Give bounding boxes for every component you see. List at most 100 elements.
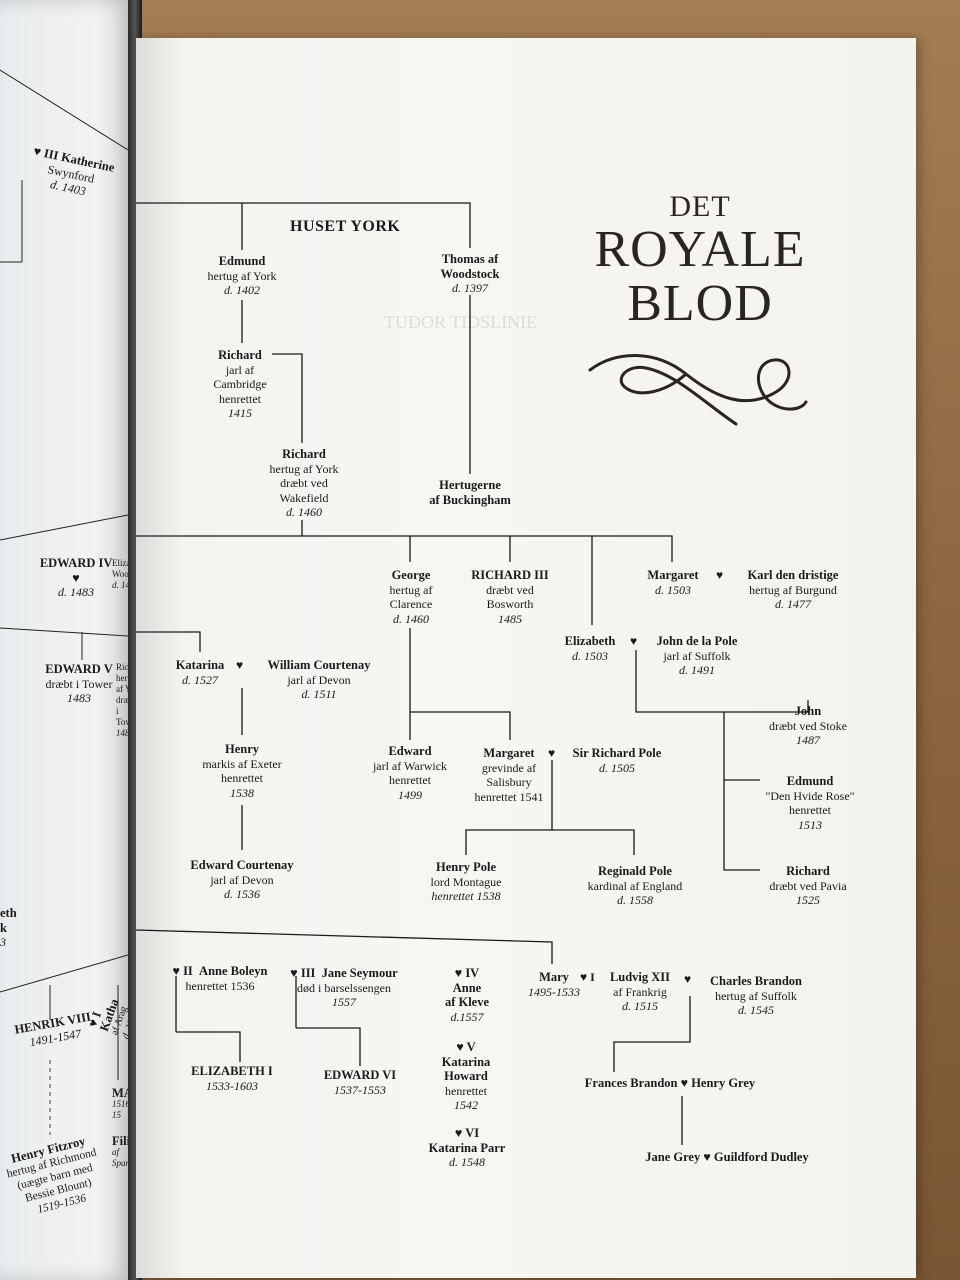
george-name: George xyxy=(391,568,431,582)
node-frances-brandon: Frances Brandon ♥ Henry Grey xyxy=(570,1076,770,1091)
john-fate: dræbt ved Stoke xyxy=(769,718,847,733)
richard-c-l2: jarl af xyxy=(225,362,255,377)
jane-seymour-fate: død i barselssengen xyxy=(297,980,391,995)
eth-l2: k xyxy=(0,920,7,935)
node-richard-cambridge: Richard jarl af Cambridge henrettet 1415 xyxy=(200,348,280,421)
edward5-name: EDWARD V xyxy=(45,662,113,676)
title-line-2: ROYALE xyxy=(594,221,806,278)
richard3-l3: Bosworth xyxy=(486,597,534,611)
edward5-date: 1483 xyxy=(67,691,91,705)
richard-s-date: 1483 xyxy=(116,728,134,738)
heart-icon: ♥ I xyxy=(580,970,595,984)
elizabeth-w-date: d. 149 xyxy=(112,580,135,590)
edward-w-fate: henrettet xyxy=(389,773,431,787)
title-line-1: DET xyxy=(669,190,731,223)
sir-richard-date: d. 1505 xyxy=(599,760,635,775)
heart-icon: ♥ IV xyxy=(454,966,480,980)
partial-name-eth: eth k 3 xyxy=(0,906,18,950)
henry-pole-name: Henry Pole xyxy=(435,860,497,874)
heart-icon: ♥ III xyxy=(290,966,316,980)
richard-y-date: d. 1460 xyxy=(286,505,322,519)
katarina-name: Katarina xyxy=(175,658,225,672)
anne-boleyn-name: Anne Boleyn xyxy=(199,964,268,978)
henry-ex-name: Henry xyxy=(224,742,260,756)
edmund-w-fate: henrettet xyxy=(789,803,831,817)
house-york-heading: HUSET YORK xyxy=(290,218,401,235)
heart-icon: ♥ xyxy=(680,1076,689,1090)
left-page: ♥ III Katherine Swynford d. 1403 EDWARD … xyxy=(0,0,136,1280)
book-title: DET ROYALE BLOD xyxy=(590,190,810,332)
richard-p-date: 1525 xyxy=(796,893,820,907)
edward6-date: 1537-1553 xyxy=(334,1082,386,1097)
edward-w-name: Edward xyxy=(388,744,432,758)
node-katarina-howard: ♥ V Katarina Howard henrettet 1542 xyxy=(428,1040,504,1113)
edward-c-name: Edward Courtenay xyxy=(190,858,294,872)
richard-y-l3: dræbt ved xyxy=(280,476,328,490)
henry-grey-name: Henry Grey xyxy=(691,1076,756,1090)
anne-kleve-house: af Kleve xyxy=(444,995,490,1009)
william-date: d. 1511 xyxy=(301,687,337,701)
edmund-name: Edmund xyxy=(218,254,266,268)
katarina-p-date: d. 1548 xyxy=(449,1155,485,1169)
elizabeth-w-surname: Woodvi xyxy=(112,569,136,579)
heart-icon: ♥ xyxy=(684,972,692,986)
margaret-b-name: Margaret xyxy=(647,568,699,582)
richard-c-date: 1415 xyxy=(228,406,252,420)
anne-kleve-name: Anne xyxy=(452,980,482,995)
mari-date: 1516-15 xyxy=(112,1099,133,1120)
elizabeth-woodville: Elizabe Woodvi d. 149 xyxy=(112,558,136,591)
mary-date: 1495-1533 xyxy=(528,984,580,999)
reginald-name: Reginald Pole xyxy=(598,864,672,878)
henry-pole-title: lord Montague xyxy=(430,874,502,889)
richard-y-name: Richard xyxy=(282,447,326,461)
elizabeth1-name: ELIZABETH I xyxy=(191,1064,273,1078)
jane-seymour-date: 1557 xyxy=(332,995,356,1009)
heart-icon: ♥ xyxy=(548,746,556,760)
heart-icon: ♥ xyxy=(72,570,80,585)
node-william-courtenay: William Courtenay jarl af Devon d. 1511 xyxy=(256,658,382,702)
edward-w-title: jarl af Warwick xyxy=(372,758,448,773)
heart-icon: ♥ xyxy=(630,634,638,648)
katarina-h-name: Katarina xyxy=(441,1054,491,1069)
filip-house: af Spanie xyxy=(112,1147,136,1168)
richard3-l2: dræbt ved xyxy=(486,582,534,597)
john-name: John xyxy=(794,704,822,718)
george-date: d. 1460 xyxy=(393,611,429,626)
katarina-h-fate: henrettet xyxy=(445,1083,487,1098)
heart-icon: ♥ xyxy=(716,568,724,582)
richard-y-l4: Wakefield xyxy=(279,490,329,505)
charles-b-date: d. 1545 xyxy=(738,1003,774,1017)
elizabeth-y-date: d. 1503 xyxy=(572,648,608,663)
richard-c-l3: Cambridge xyxy=(213,377,267,391)
node-edward-warwick: Edward jarl af Warwick henrettet 1499 xyxy=(362,744,458,802)
jane-grey-name: Jane Grey xyxy=(645,1150,701,1164)
node-karl: Karl den dristige hertug af Burgund d. 1… xyxy=(734,568,852,612)
node-sir-richard-pole: Sir Richard Pole d. 1505 xyxy=(564,746,670,775)
margaret-s-l2: grevinde af xyxy=(481,760,537,775)
node-katarina: Katarina d. 1527 xyxy=(168,658,232,687)
thomas-title: Woodstock xyxy=(440,266,500,281)
karl-name: Karl den dristige xyxy=(747,568,839,582)
heart-icon: ♥ VI xyxy=(454,1126,480,1140)
node-ludvig-xii: Ludvig XII af Frankrig d. 1515 xyxy=(600,970,680,1014)
edward5-fate: dræbt i Tower xyxy=(45,676,113,691)
margaret-s-l4: henrettet 1541 xyxy=(474,789,544,804)
anne-boleyn-fate: henrettet 1536 xyxy=(185,978,255,993)
heart-icon: ♥ xyxy=(703,1150,711,1164)
edward-v: EDWARD V dræbt i Tower 1483 xyxy=(40,662,118,706)
elizabeth1-date: 1533-1603 xyxy=(206,1078,258,1093)
node-anne-boleyn: ♥ II Anne Boleyn henrettet 1536 xyxy=(164,964,276,993)
node-edward-vi: EDWARD VI 1537-1553 xyxy=(316,1068,404,1097)
margaret-b-date: d. 1503 xyxy=(655,582,691,597)
katarina-date: d. 1527 xyxy=(182,672,218,687)
william-title: jarl af Devon xyxy=(287,672,351,687)
node-george: George hertug af Clarence d. 1460 xyxy=(376,568,446,626)
reginald-date: d. 1558 xyxy=(617,893,653,907)
john-pole-name: John de la Pole xyxy=(656,634,738,648)
edmund-w-date: 1513 xyxy=(798,817,822,832)
edward6-name: EDWARD VI xyxy=(323,1068,397,1082)
edward-w-date: 1499 xyxy=(398,787,422,802)
katarina-h-surname: Howard xyxy=(444,1069,488,1083)
richard-p-fate: dræbt ved Pavia xyxy=(769,878,847,893)
heart-icon: ♥ xyxy=(236,658,244,672)
